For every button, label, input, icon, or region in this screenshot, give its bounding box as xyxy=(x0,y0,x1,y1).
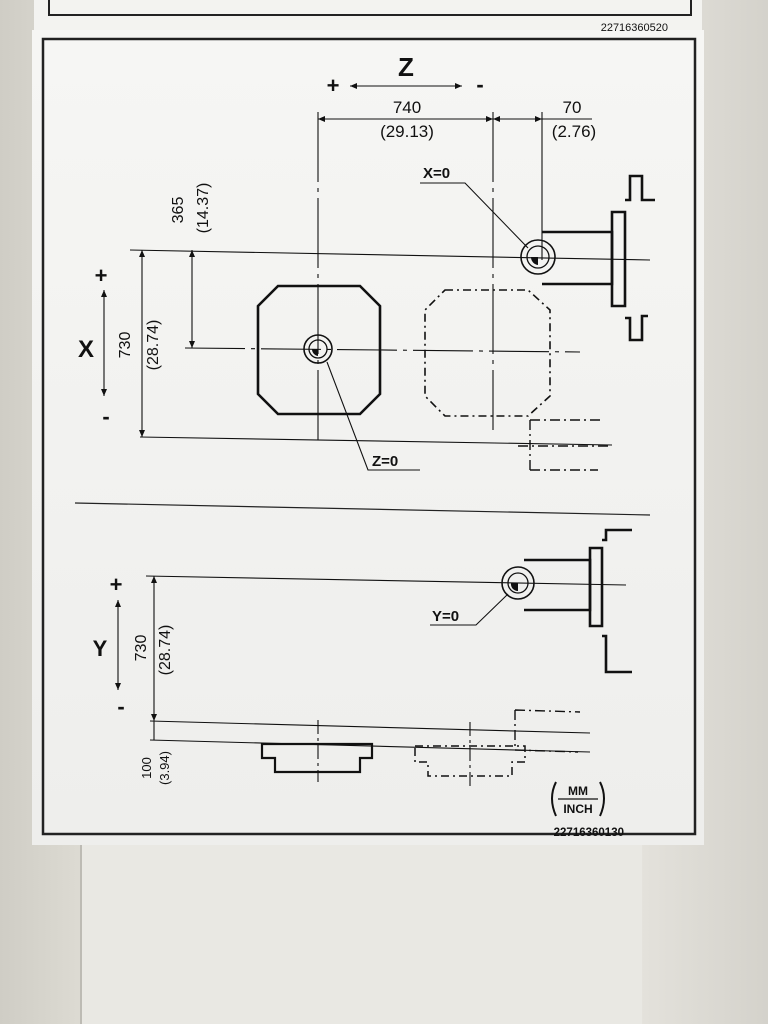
spindle-center-line xyxy=(129,249,651,261)
x-zero-ring xyxy=(520,239,556,275)
spindle-head xyxy=(625,174,655,342)
spindle-flange xyxy=(610,210,627,308)
z-minus-sign: - xyxy=(476,72,483,97)
x-axis-label: X xyxy=(78,336,94,363)
y-zero-marker xyxy=(510,583,518,592)
y-zero-inner-ring xyxy=(507,572,529,594)
dim-730-x-mm: 730 xyxy=(117,332,134,359)
dim-730-x-inch: (28.74) xyxy=(145,320,162,371)
y-reference-line xyxy=(149,720,591,734)
dim-365-mm: 365 xyxy=(170,197,187,224)
unit-inch-label: INCH xyxy=(563,802,592,816)
y-spindle-center-line xyxy=(145,575,627,586)
units-bracket-right xyxy=(599,781,605,817)
dim-730-y-inch: (28.74) xyxy=(157,625,174,676)
y-spindle-head xyxy=(602,528,632,674)
z-zero-leader xyxy=(326,361,420,471)
y-table-dashed xyxy=(414,745,526,777)
x-zero-marker xyxy=(530,257,538,265)
cabinet-panel-lower xyxy=(80,835,642,1024)
upper-label-frame xyxy=(48,0,692,16)
x-plus-sign: + xyxy=(95,263,108,288)
x-zero-label: X=0 xyxy=(423,165,450,182)
z-zero-label: Z=0 xyxy=(372,453,398,470)
upper-label-plate xyxy=(34,0,702,32)
lower-reference-line xyxy=(139,436,613,446)
section-divider xyxy=(74,502,651,516)
unit-mm-label: MM xyxy=(568,784,588,798)
dim-365-inch: (14.37) xyxy=(195,183,212,234)
plate-part-number: 22716360130 xyxy=(554,827,624,839)
rotary-table-solid xyxy=(256,284,382,416)
dim-70-mm: 70 xyxy=(563,98,582,117)
dim-740-inch: (29.13) xyxy=(380,122,434,141)
table-centerline-horizontal xyxy=(184,347,581,353)
dim-730-y-mm: 730 xyxy=(133,635,150,662)
y-axis-label: Y xyxy=(93,636,108,661)
dim-100-inch: (3.94) xyxy=(157,751,172,785)
y-zero-ring xyxy=(501,566,535,600)
z-axis-label: Z xyxy=(398,52,414,82)
y-plus-sign: + xyxy=(110,572,123,597)
y-spindle-dashed xyxy=(514,709,581,753)
rotary-table-dashed xyxy=(424,289,551,417)
z-plus-sign: + xyxy=(327,73,340,98)
plate-border xyxy=(41,37,697,836)
z-zero-inner-ring xyxy=(308,339,328,359)
x-zero-inner-ring xyxy=(526,245,550,269)
spindle-dashed-lower xyxy=(518,419,612,471)
x-minus-sign: - xyxy=(102,404,109,429)
z-zero-ring xyxy=(303,334,333,364)
y-minus-sign: - xyxy=(117,694,124,719)
dim-100-mm: 100 xyxy=(139,757,154,779)
y-zero-label: Y=0 xyxy=(432,608,459,625)
units-bracket-left xyxy=(551,781,557,817)
x-zero-leader xyxy=(420,182,529,249)
y-spindle-flange xyxy=(588,546,604,628)
z-zero-marker xyxy=(311,349,318,356)
y-table-solid xyxy=(260,742,374,774)
dim-70-inch: (2.76) xyxy=(552,122,596,141)
upper-part-number: 22716360520 xyxy=(601,22,668,34)
y-zero-leader xyxy=(430,593,509,626)
dim-740-mm: 740 xyxy=(393,98,421,117)
